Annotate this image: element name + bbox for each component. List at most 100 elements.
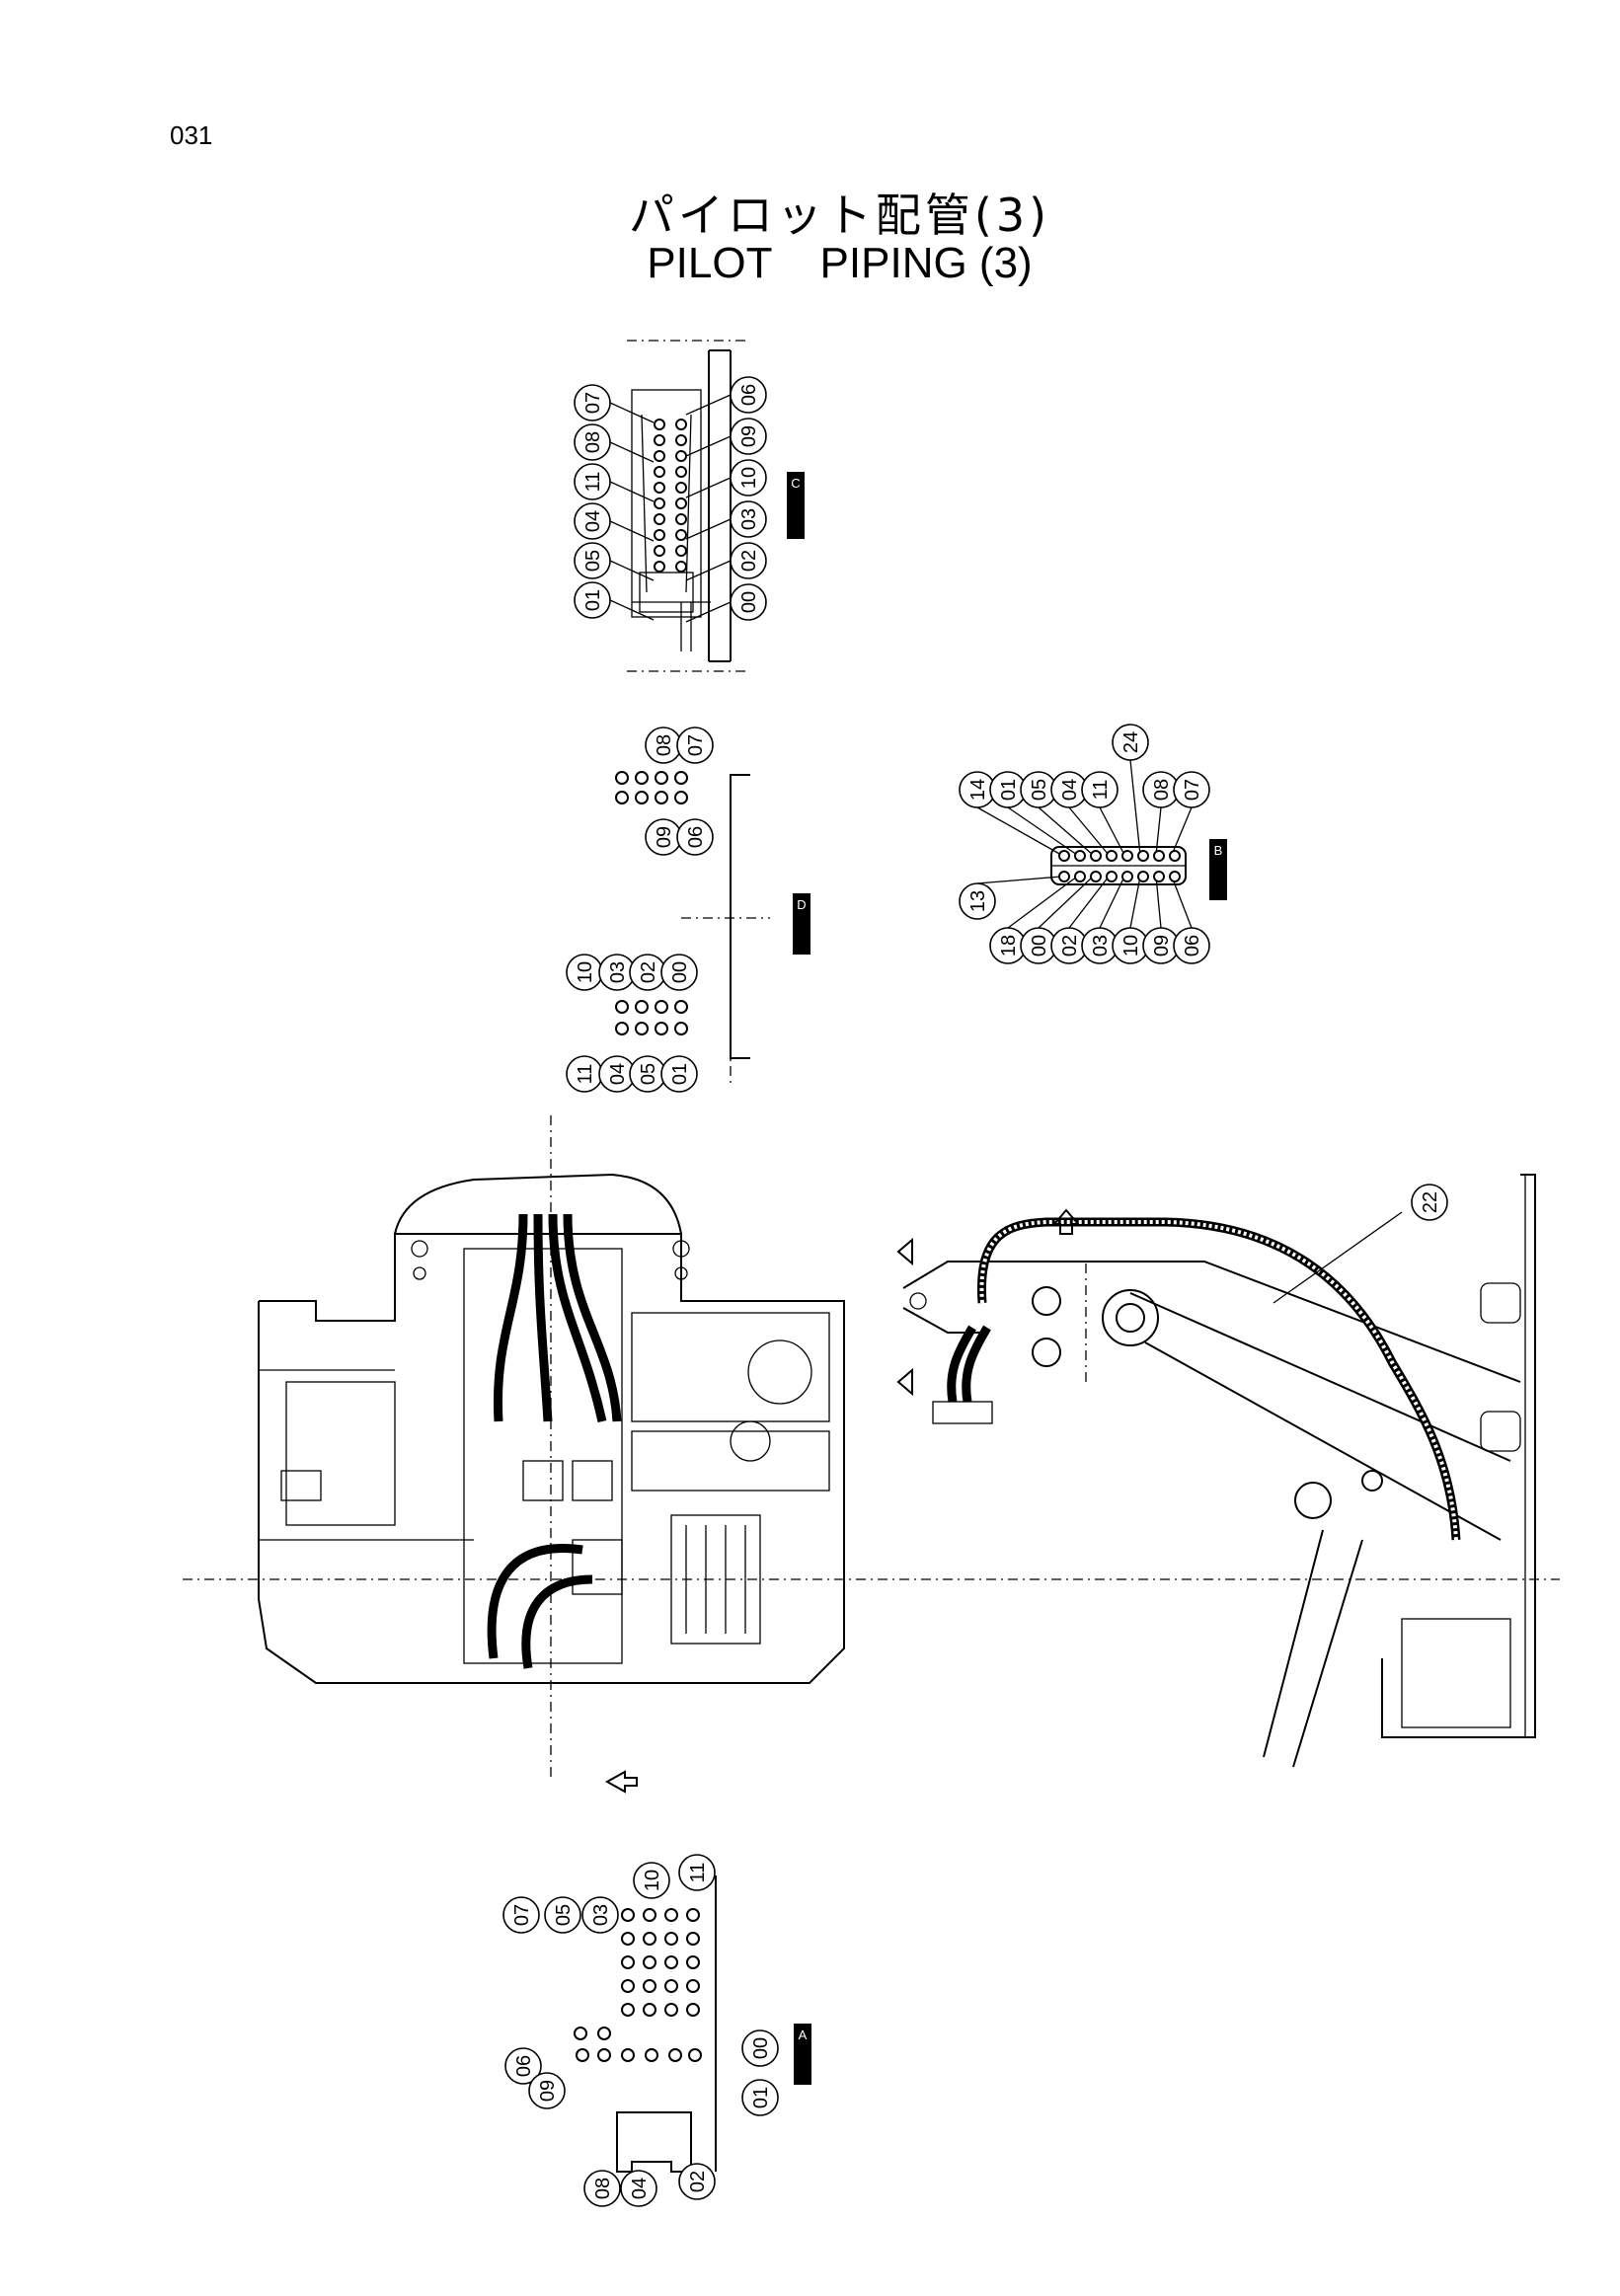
- hole: [597, 2027, 611, 2040]
- hole: [675, 482, 687, 494]
- hole: [654, 419, 665, 430]
- hole: [654, 466, 665, 478]
- svg-text:10: 10: [738, 467, 760, 489]
- balloon-d-lower-bottom: 11: [566, 1055, 603, 1093]
- hole: [621, 1932, 635, 1946]
- hole: [1106, 871, 1118, 882]
- svg-text:13: 13: [967, 890, 989, 912]
- hole: [1074, 871, 1086, 882]
- balloon-c-top: 01: [574, 581, 611, 619]
- svg-text:A: A: [799, 2028, 808, 2042]
- title-english: PILOT PIPING (3): [647, 239, 1033, 287]
- hole: [686, 1908, 700, 1922]
- balloon-b-bottom: 10: [1112, 927, 1149, 964]
- hole: [1153, 850, 1165, 862]
- svg-text:09: 09: [738, 425, 760, 447]
- hole: [674, 1000, 688, 1014]
- balloon-a: 01: [741, 2079, 779, 2116]
- hole: [655, 1022, 668, 1035]
- svg-text:08: 08: [654, 734, 675, 756]
- hole: [574, 2027, 587, 2040]
- svg-text:01: 01: [750, 2087, 772, 2108]
- hole: [654, 545, 665, 557]
- hole: [675, 545, 687, 557]
- hole: [621, 1908, 635, 1922]
- svg-text:10: 10: [642, 1870, 663, 1891]
- svg-text:02: 02: [1059, 935, 1081, 957]
- balloon-b-bottom: 09: [1142, 927, 1180, 964]
- svg-text:04: 04: [1059, 779, 1081, 801]
- hole: [1137, 850, 1149, 862]
- balloon-d-upper-top: 07: [676, 727, 714, 764]
- balloon-d-upper-bottom: 09: [645, 818, 682, 856]
- hole: [674, 791, 688, 804]
- balloon-c-bottom: 09: [730, 418, 767, 455]
- hole: [643, 2003, 656, 2017]
- balloon-a: 10: [633, 1862, 670, 1899]
- svg-text:10: 10: [575, 961, 596, 983]
- page-number: 031: [170, 120, 213, 150]
- hole: [643, 1955, 656, 1969]
- svg-text:05: 05: [638, 1063, 659, 1085]
- hole: [675, 434, 687, 446]
- svg-text:04: 04: [582, 510, 604, 532]
- balloon-a: 09: [528, 2072, 566, 2109]
- hole: [654, 482, 665, 494]
- hole: [655, 791, 668, 804]
- svg-text:03: 03: [590, 1904, 612, 1926]
- svg-text:00: 00: [750, 2037, 772, 2059]
- svg-text:00: 00: [669, 961, 691, 983]
- svg-text:09: 09: [537, 2080, 559, 2102]
- hole: [621, 2003, 635, 2017]
- svg-text:07: 07: [685, 734, 707, 756]
- hole: [664, 1932, 678, 1946]
- balloon-c-bottom: 00: [730, 583, 767, 621]
- hole: [1153, 871, 1165, 882]
- hole: [655, 771, 668, 785]
- hole: [1090, 871, 1102, 882]
- hole: [635, 1022, 649, 1035]
- balloon-a: 04: [620, 2170, 657, 2207]
- hole: [675, 450, 687, 462]
- svg-text:05: 05: [553, 1904, 575, 1926]
- balloon-b-top: 07: [1173, 771, 1210, 808]
- svg-text:11: 11: [1090, 780, 1112, 801]
- hole: [1106, 850, 1118, 862]
- balloon-c-bottom: 02: [730, 542, 767, 579]
- hole: [1074, 850, 1086, 862]
- hole: [576, 2048, 589, 2062]
- svg-text:06: 06: [738, 384, 760, 406]
- balloon-d-lower-top: 02: [629, 954, 666, 991]
- hole: [686, 1955, 700, 1969]
- hole: [654, 434, 665, 446]
- svg-text:C: C: [791, 476, 800, 491]
- hole: [1169, 871, 1181, 882]
- hole: [1058, 871, 1070, 882]
- svg-text:08: 08: [1151, 779, 1173, 801]
- balloon-b-top: 04: [1050, 771, 1088, 808]
- svg-text:22: 22: [1420, 1191, 1441, 1213]
- svg-text:01: 01: [998, 779, 1020, 801]
- svg-text:07: 07: [1182, 779, 1203, 801]
- hole: [654, 497, 665, 509]
- balloon-a: 00: [741, 2029, 779, 2067]
- svg-text:11: 11: [575, 1064, 596, 1085]
- balloon-b-top: 08: [1142, 771, 1180, 808]
- hole: [654, 450, 665, 462]
- svg-text:08: 08: [592, 2178, 614, 2199]
- svg-text:08: 08: [582, 431, 604, 453]
- hole: [635, 771, 649, 785]
- main-assembly-view: 22: [183, 1115, 1560, 1794]
- svg-text:09: 09: [654, 826, 675, 848]
- hole: [643, 1908, 656, 1922]
- hole: [674, 1022, 688, 1035]
- hole: [597, 2048, 611, 2062]
- hole: [643, 1979, 656, 1993]
- hole: [621, 1979, 635, 1993]
- hole: [1121, 871, 1133, 882]
- balloon-c-bottom: 10: [730, 459, 767, 497]
